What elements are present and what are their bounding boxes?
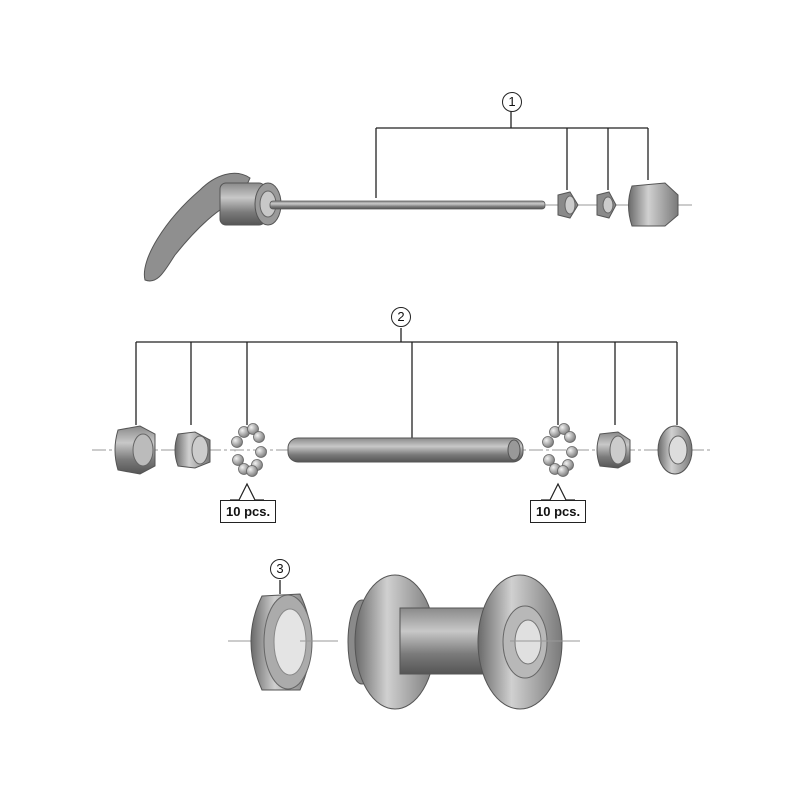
quick-release-lever — [143, 172, 282, 282]
hub-shell — [347, 574, 563, 710]
cone-left — [174, 431, 211, 469]
group1-leaders — [375, 112, 649, 198]
quantity-label-left: 10 pcs. — [220, 500, 277, 523]
adjusting-nut — [628, 182, 679, 227]
cone-right — [596, 431, 631, 469]
callout-2: 2 — [391, 307, 411, 327]
lock-nut-right — [657, 425, 693, 475]
callout-3: 3 — [270, 559, 290, 579]
spring-2 — [596, 191, 617, 219]
spring-1 — [557, 191, 579, 219]
quantity-label-right: 10 pcs. — [530, 500, 587, 523]
ball-bearings-right — [542, 423, 578, 477]
ball-bearings-left — [231, 423, 267, 477]
callout-1: 1 — [502, 92, 522, 112]
hub-axle — [287, 437, 524, 463]
group2-leaders — [135, 328, 678, 438]
dust-cap — [250, 593, 313, 691]
lock-nut-left — [114, 425, 156, 475]
